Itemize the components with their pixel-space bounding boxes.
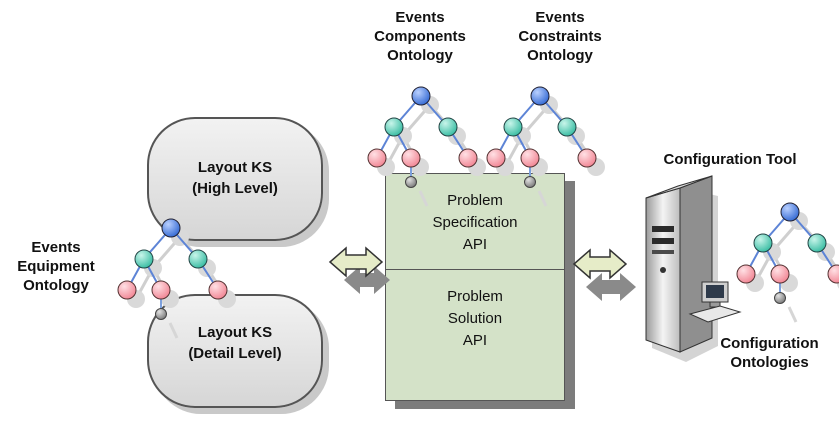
leaf-node	[736, 264, 756, 284]
gray-node	[524, 176, 536, 188]
middle-node	[384, 117, 404, 137]
leaf-node	[367, 148, 387, 168]
equipment-ontology-tree	[117, 218, 236, 339]
leaf-node	[151, 280, 171, 300]
middle-node	[753, 233, 773, 253]
problem-specification-api: Problem Specification API	[432, 192, 518, 253]
components-ontology-tree	[367, 86, 486, 207]
leaf-node	[770, 264, 790, 284]
middle-node	[807, 233, 827, 253]
leaf-node	[827, 264, 839, 284]
gray-node	[405, 176, 417, 188]
configuration-ontologies-tree	[736, 202, 839, 323]
leaf-node	[401, 148, 421, 168]
configuration-ontologies-label: Configuration Ontologies	[720, 335, 819, 371]
constraints-ontology-tree	[486, 86, 605, 207]
api-box: Problem Specification API Problem Soluti…	[385, 173, 565, 401]
problem-solution-api: Problem Solution API	[447, 288, 503, 349]
root-node	[411, 86, 431, 106]
middle-node	[134, 249, 154, 269]
leaf-node	[117, 280, 137, 300]
layout-ks-high-level: Layout KS (High Level)	[147, 117, 323, 241]
leaf-node	[458, 148, 478, 168]
configuration-tool-label: Configuration Tool	[663, 151, 797, 168]
workstation-icon	[688, 281, 742, 323]
gray-node	[155, 308, 167, 320]
root-node	[161, 218, 181, 238]
middle-node	[503, 117, 523, 137]
leaf-node	[577, 148, 597, 168]
gray-node	[774, 292, 786, 304]
leaf-node	[520, 148, 540, 168]
right-double-arrow	[572, 248, 636, 301]
middle-node	[557, 117, 577, 137]
root-node	[780, 202, 800, 222]
ontology-trees	[117, 86, 839, 339]
left-double-arrow	[328, 246, 390, 294]
server-icon	[645, 175, 718, 362]
api-divider	[386, 269, 564, 270]
middle-node	[188, 249, 208, 269]
leaf-node	[208, 280, 228, 300]
leaf-node	[486, 148, 506, 168]
layout-ks-detail-level: Layout KS (Detail Level)	[147, 294, 323, 408]
middle-node	[438, 117, 458, 137]
components-ontology-label: Events Components Ontology	[374, 9, 466, 64]
constraints-ontology-label: Events Constraints Ontology	[518, 9, 602, 64]
root-node	[530, 86, 550, 106]
equipment-ontology-label: Events Equipment Ontology	[17, 239, 95, 294]
